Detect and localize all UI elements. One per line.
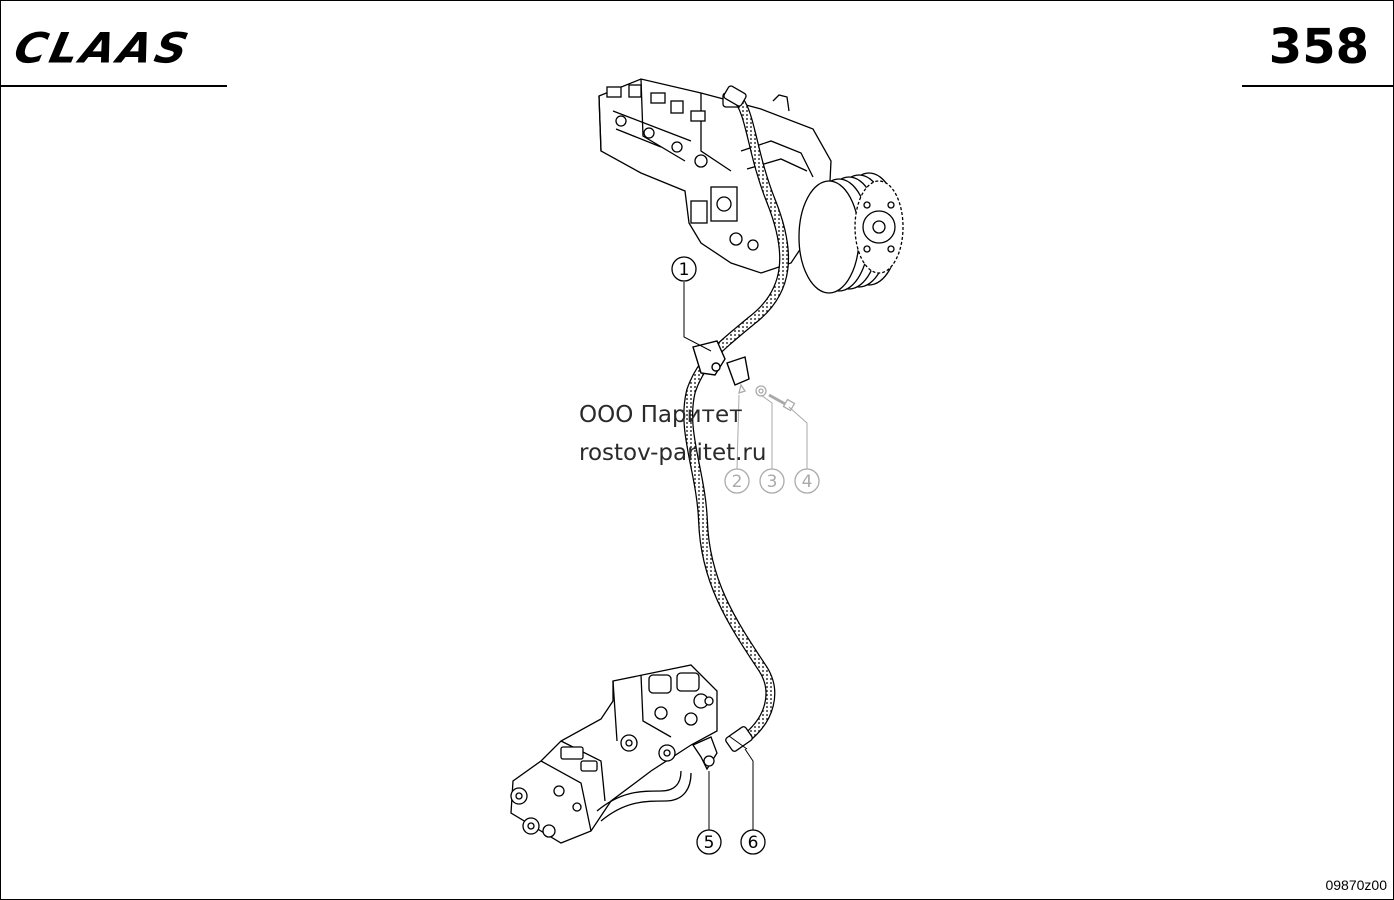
page-number: 358 — [1268, 19, 1369, 75]
watermark-website: rostov-paritet.ru — [579, 440, 767, 466]
drawing-code: 09870z00 — [1325, 877, 1387, 893]
callout-3: 3 — [759, 468, 785, 494]
svg-text:3: 3 — [767, 472, 778, 492]
svg-text:4: 4 — [802, 472, 813, 492]
svg-text:6: 6 — [748, 833, 759, 853]
header-rule-right — [1242, 85, 1393, 87]
hose-clamp — [692, 340, 750, 386]
callout-2: 2 — [724, 468, 750, 494]
pump-gearbox-assembly — [598, 78, 904, 294]
svg-text:2: 2 — [732, 472, 743, 492]
callout-6: 6 — [740, 829, 766, 855]
callout-5: 5 — [696, 829, 722, 855]
svg-text:1: 1 — [679, 260, 690, 280]
hydraulic-hose — [683, 85, 790, 752]
watermark-company: ООО Паритет — [579, 402, 743, 428]
fastener-parts — [738, 383, 796, 412]
header-rule-left — [1, 85, 227, 87]
svg-text:5: 5 — [704, 833, 715, 853]
callout-1: 1 — [671, 256, 697, 282]
callout-4: 4 — [794, 468, 820, 494]
control-valve-block — [510, 664, 718, 844]
callout-leaders — [683, 282, 808, 830]
